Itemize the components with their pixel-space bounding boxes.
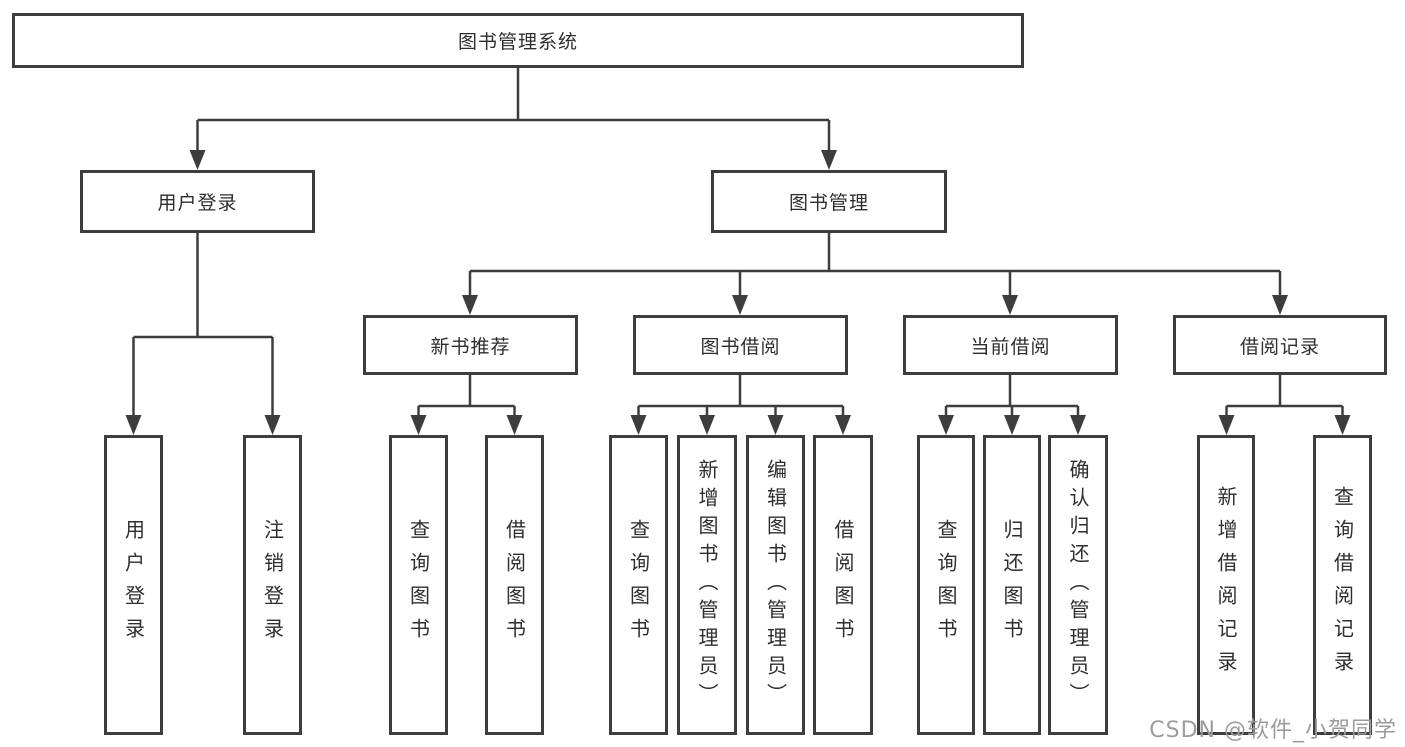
arrowhead: [264, 415, 281, 435]
node-leaf-records-query-record: 查询借阅记录: [1313, 435, 1372, 735]
arrowhead: [938, 415, 954, 435]
node-label: 查询图书: [934, 519, 958, 651]
arrowhead: [835, 415, 851, 435]
arrowhead: [1334, 415, 1351, 435]
arrowhead: [1070, 415, 1086, 435]
node-leaf-logout: 注销登录: [243, 435, 302, 735]
node-label: 新书推荐: [430, 335, 511, 358]
node-label: 用户登录: [121, 519, 146, 651]
node-leaf-borrow-borrow-books: 借阅图书: [813, 435, 873, 735]
node-leaf-newbook-borrow-books: 借阅图书: [485, 435, 544, 735]
arrowhead: [125, 415, 142, 435]
node-label: 用户登录: [157, 192, 238, 214]
node-leaf-current-query-books: 查询图书: [917, 435, 975, 735]
arrowhead: [1218, 415, 1235, 435]
csdn-watermark: CSDN @软件_小贺同学: [1149, 718, 1397, 743]
node-label: 查询借阅记录: [1330, 486, 1355, 684]
node-label: 查询图书: [406, 519, 431, 651]
node-library-system: 图书管理系统: [12, 13, 1024, 68]
node-user-login: 用户登录: [80, 170, 315, 233]
node-current-borrowing: 当前借阅: [903, 315, 1118, 375]
node-label: 确认归还（管理员）: [1066, 459, 1090, 711]
node-book-management: 图书管理: [711, 170, 947, 233]
node-label: 图书管理: [788, 192, 869, 214]
arrowhead: [410, 415, 427, 435]
arrowhead: [1002, 295, 1018, 315]
node-leaf-user-login: 用户登录: [104, 435, 163, 735]
node-label: 图书借阅: [700, 335, 781, 358]
node-leaf-records-add-record: 新增借阅记录: [1197, 435, 1255, 735]
node-label: 借阅图书: [502, 519, 527, 651]
node-leaf-current-return-books: 归还图书: [983, 435, 1041, 735]
node-leaf-current-confirm-return-admin: 确认归还（管理员）: [1048, 435, 1108, 735]
node-label: 借阅图书: [831, 519, 855, 651]
node-label: 编辑图书（管理员）: [763, 459, 788, 711]
node-label: 注销登录: [260, 519, 285, 651]
node-label: 新增借阅记录: [1214, 486, 1238, 684]
arrowhead: [767, 415, 784, 435]
arrowhead: [1272, 295, 1288, 315]
arrowhead: [506, 415, 523, 435]
node-borrowing-records: 借阅记录: [1173, 315, 1387, 375]
node-label: 当前借阅: [970, 335, 1051, 358]
node-leaf-newbook-query-books: 查询图书: [389, 435, 448, 735]
arrowheads: [125, 150, 1351, 435]
node-new-book-recommend: 新书推荐: [363, 315, 578, 375]
node-leaf-borrow-add-books-admin: 新增图书（管理员）: [677, 435, 737, 735]
arrowhead: [630, 415, 647, 435]
node-label: 图书管理系统: [457, 31, 578, 53]
node-leaf-borrow-edit-books-admin: 编辑图书（管理员）: [746, 435, 805, 735]
arrowhead: [189, 150, 206, 170]
node-label: 新增图书（管理员）: [695, 459, 719, 711]
arrowhead: [821, 150, 837, 170]
arrowhead: [699, 415, 715, 435]
node-leaf-borrow-query-books: 查询图书: [609, 435, 668, 735]
node-label: 借阅记录: [1239, 335, 1320, 358]
arrowhead: [732, 295, 748, 315]
node-book-borrowing: 图书借阅: [633, 315, 848, 375]
arrowhead: [462, 295, 478, 315]
node-label: 归还图书: [1000, 519, 1024, 651]
arrowhead: [1004, 415, 1020, 435]
node-label: 查询图书: [626, 519, 651, 651]
